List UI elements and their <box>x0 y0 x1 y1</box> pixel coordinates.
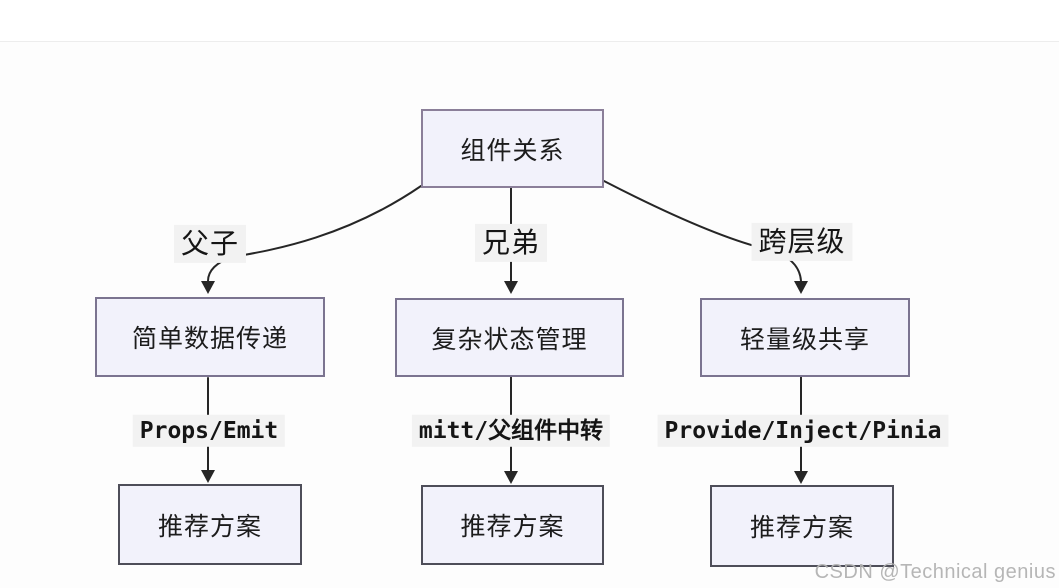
edge-label-method-props-emit: Props/Emit <box>132 414 286 448</box>
edge-label-cross-level: 跨层级 <box>751 222 853 262</box>
node-label: 推荐方案 <box>157 512 262 541</box>
node-strategy-parent-child: 简单数据传递 <box>95 297 325 377</box>
arrowhead-rec-left <box>201 470 215 483</box>
node-label: 简单数据传递 <box>131 325 288 353</box>
node-label: 组件关系 <box>460 136 565 165</box>
arrowhead-rec-middle <box>504 471 518 484</box>
node-recommendation-siblings: 推荐方案 <box>421 485 604 565</box>
edge-label-parent-child: 父子 <box>173 224 247 264</box>
node-strategy-siblings: 复杂状态管理 <box>395 298 624 377</box>
edge-label-siblings: 兄弟 <box>474 223 548 263</box>
arrowhead-left <box>201 281 215 294</box>
edge-label-method-provide-inject: Provide/Inject/Pinia <box>657 414 949 448</box>
node-recommendation-parent-child: 推荐方案 <box>118 484 302 565</box>
node-label: 推荐方案 <box>749 514 854 542</box>
node-label: 推荐方案 <box>460 513 565 541</box>
node-label: 轻量级共享 <box>739 325 870 354</box>
edge-root-to-right <box>603 180 802 282</box>
node-label: 复杂状态管理 <box>431 325 588 354</box>
arrowhead-right <box>794 281 808 294</box>
arrowhead-rec-right <box>794 471 808 484</box>
edge-root-to-left <box>207 185 422 282</box>
csdn-watermark: CSDN @Technical genius <box>814 561 1056 583</box>
top-divider-line <box>0 41 1059 42</box>
edge-label-method-mitt: mitt/父组件中转 <box>411 414 611 448</box>
node-component-relations: 组件关系 <box>421 109 604 188</box>
arrowhead-middle <box>504 281 518 294</box>
node-strategy-cross-level: 轻量级共享 <box>700 298 910 377</box>
node-recommendation-cross-level: 推荐方案 <box>710 485 894 567</box>
